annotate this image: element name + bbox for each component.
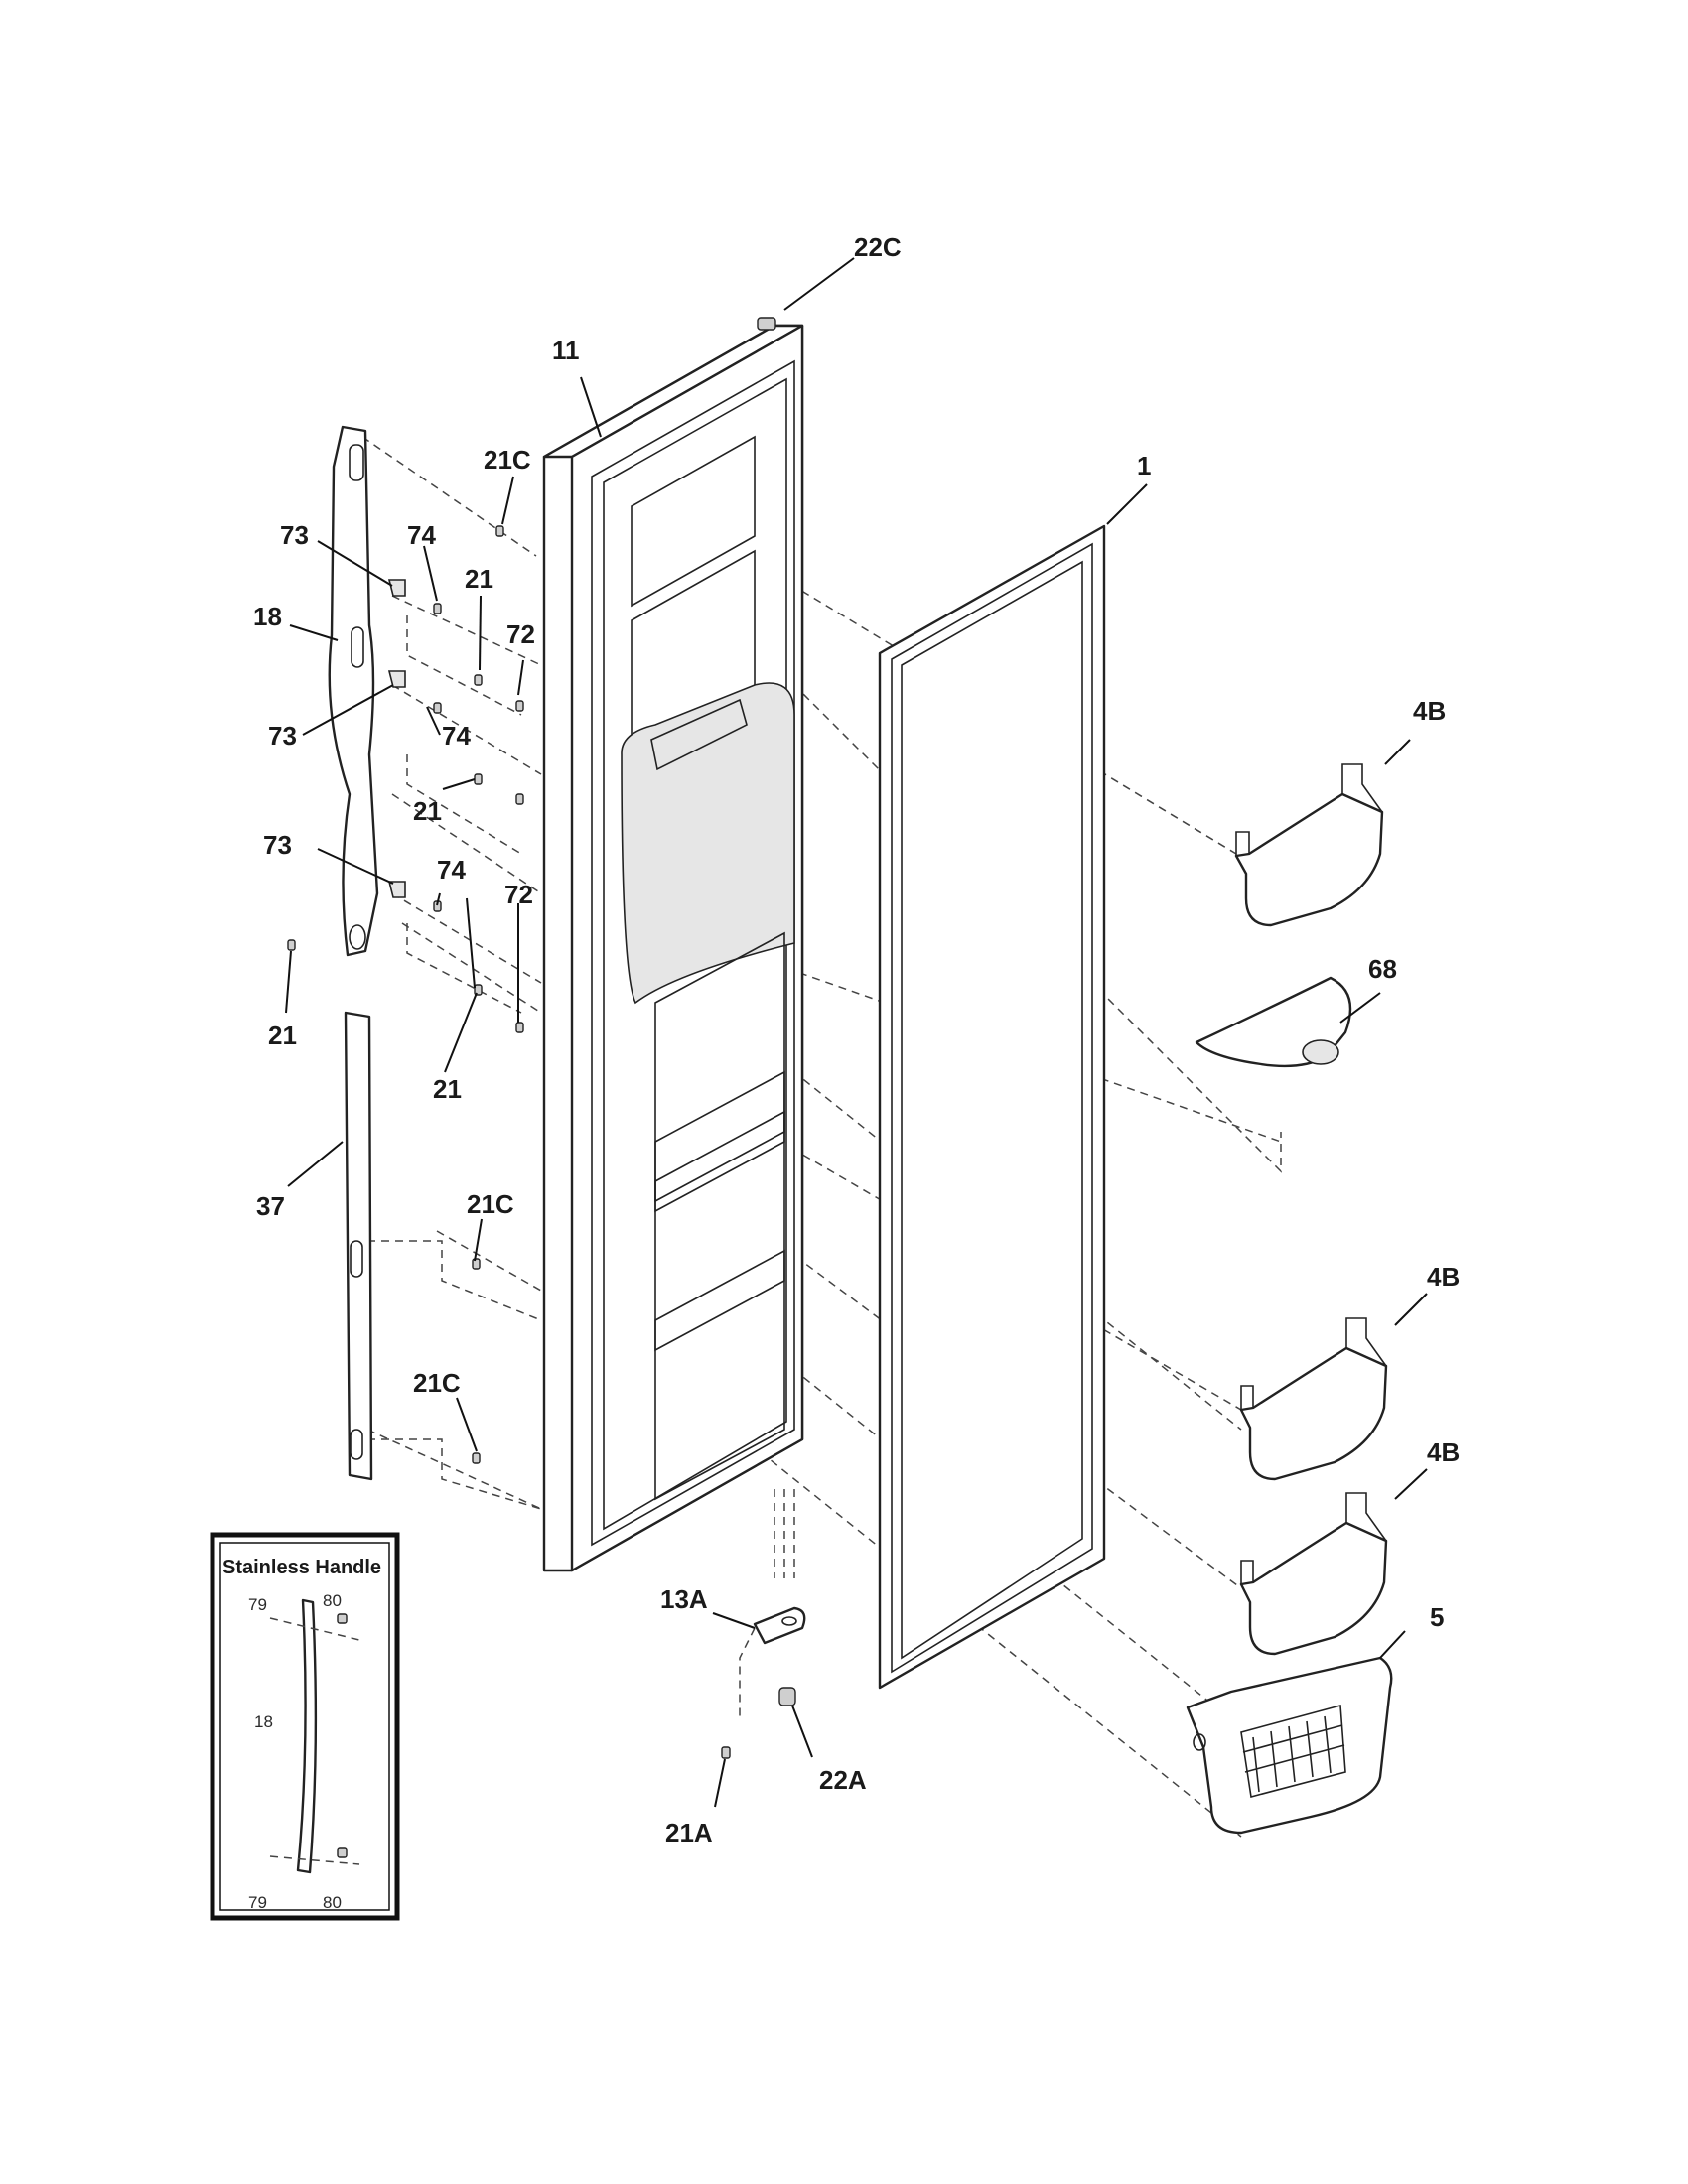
hinge-parts <box>753 1606 806 1706</box>
door-bin-top <box>1234 763 1384 927</box>
handle-upper <box>328 425 406 957</box>
callout-11: 11 <box>552 336 580 365</box>
callout-21A: 21A <box>665 1818 713 1847</box>
callout-13A: 13A <box>660 1584 708 1614</box>
wire-basket-bin <box>1186 1656 1393 1835</box>
callout-73-b: 73 <box>268 721 297 751</box>
callout-72-a: 72 <box>506 619 535 649</box>
callout-73-c: 73 <box>263 830 292 860</box>
door-assembly <box>542 317 804 1572</box>
callout-21C-top: 21C <box>484 445 531 475</box>
leader-lines <box>285 257 1428 1808</box>
callout-21-d: 21 <box>433 1074 462 1104</box>
handle-lower <box>344 1011 373 1481</box>
callout-21C-low: 21C <box>413 1368 461 1398</box>
callout-18: 18 <box>253 602 282 631</box>
callout-72-b: 72 <box>504 880 533 909</box>
callout-21-a: 21 <box>465 564 493 594</box>
inset-callout-18: 18 <box>254 1712 273 1731</box>
inset-title: Stainless Handle <box>222 1557 381 1578</box>
callout-22A: 22A <box>819 1765 867 1795</box>
door-bin-lower <box>1239 1492 1388 1656</box>
callout-4B-c: 4B <box>1427 1437 1460 1467</box>
callout-1: 1 <box>1137 451 1151 480</box>
callout-74-c: 74 <box>437 855 466 885</box>
door-gasket <box>878 524 1106 1690</box>
ice-funnel <box>1195 976 1352 1068</box>
callout-21-c: 21 <box>268 1021 297 1050</box>
assembly-lines <box>361 436 1282 1838</box>
callout-74-b: 74 <box>442 721 471 751</box>
callout-labels: 22C 11 21C 1 73 74 21 18 72 73 74 21 4B … <box>253 232 1460 1847</box>
inset-callout-80-top: 80 <box>323 1591 342 1610</box>
callout-21-b: 21 <box>413 796 442 826</box>
callout-5: 5 <box>1430 1602 1444 1632</box>
callout-73-a: 73 <box>280 520 309 550</box>
inset-labels: Stainless Handle 79 80 18 79 80 <box>222 1557 381 1912</box>
callout-21C-mid: 21C <box>467 1189 514 1219</box>
inset-callout-79-top: 79 <box>248 1595 267 1614</box>
callout-22C: 22C <box>854 232 902 262</box>
callout-4B-a: 4B <box>1413 696 1446 726</box>
callout-74-a: 74 <box>407 520 436 550</box>
door-bin-middle <box>1239 1317 1388 1481</box>
callout-37: 37 <box>256 1191 285 1221</box>
callout-4B-b: 4B <box>1427 1262 1460 1292</box>
stainless-handle-inset <box>210 1532 400 1921</box>
inset-callout-80-bottom: 80 <box>323 1893 342 1912</box>
inset-callout-79-bottom: 79 <box>248 1893 267 1912</box>
screws <box>287 525 731 1759</box>
callout-68: 68 <box>1368 954 1397 984</box>
